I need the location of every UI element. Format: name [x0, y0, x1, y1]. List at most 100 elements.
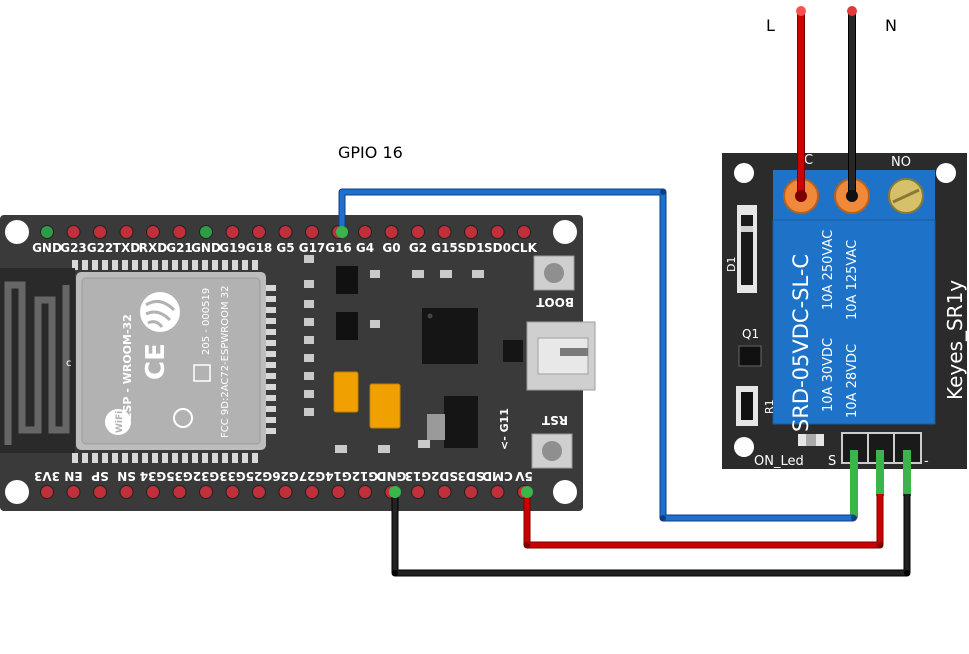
- r-mark: [193, 364, 211, 382]
- module-pad: [266, 296, 276, 302]
- pin-label: 3V3: [34, 469, 60, 483]
- smd-resistor: [304, 390, 314, 398]
- pin-label: G14: [325, 469, 352, 483]
- relay-rating-125vac: 10A 125VAC: [845, 240, 860, 320]
- pin-3v3[interactable]: [40, 485, 54, 499]
- pin-g2[interactable]: [411, 225, 425, 239]
- module-pad: [182, 453, 188, 463]
- pin-g12[interactable]: [358, 485, 372, 499]
- pin-g22[interactable]: [93, 225, 107, 239]
- module-pad: [266, 340, 276, 346]
- module-pad: [152, 260, 158, 270]
- pin-g34[interactable]: [146, 485, 160, 499]
- pin-g14[interactable]: [331, 485, 346, 499]
- smd-cap: [378, 445, 390, 453]
- smd-resistor: [304, 300, 314, 308]
- d1-cathode-band: [741, 226, 753, 232]
- module-pad: [112, 453, 118, 463]
- rst-button-cap[interactable]: [542, 441, 562, 461]
- diode: [503, 340, 523, 362]
- wire-bend: [660, 189, 666, 195]
- module-pad: [266, 362, 276, 368]
- pin-g4[interactable]: [358, 225, 372, 239]
- pin-rxd[interactable]: [146, 225, 160, 239]
- module-pad: [172, 453, 178, 463]
- pin-g33[interactable]: [225, 485, 240, 499]
- tantalum-cap: [333, 371, 359, 413]
- mount-hole: [734, 163, 754, 183]
- pin-g32[interactable]: [199, 485, 213, 499]
- pin-label: G33: [219, 469, 246, 483]
- weee-symbol: [173, 408, 193, 428]
- wire-bend: [877, 542, 883, 548]
- module-pad: [92, 453, 98, 463]
- boot-button[interactable]: BOOT: [533, 255, 575, 309]
- pin-sd1[interactable]: [464, 225, 478, 239]
- pin-txd[interactable]: [119, 225, 134, 239]
- pin-s-label: S: [828, 454, 836, 469]
- wires: [336, 6, 911, 577]
- pin-cmd[interactable]: [490, 485, 505, 499]
- mount-hole: [936, 163, 956, 183]
- boot-button-cap[interactable]: [544, 263, 564, 283]
- pin-g19[interactable]: [225, 225, 240, 239]
- pin-sd3[interactable]: [464, 485, 478, 499]
- pin-g5[interactable]: [278, 225, 293, 239]
- module-pad: [192, 260, 198, 270]
- terminal-c-label: C: [804, 153, 813, 168]
- pin-label: G5: [276, 241, 294, 255]
- transistor: [336, 266, 358, 294]
- r1-resistor-body: [741, 392, 753, 420]
- live-wire-screw-end: [795, 190, 807, 202]
- module-pad: [162, 260, 168, 270]
- power-wire[interactable]: [524, 492, 883, 548]
- smd-part: [472, 270, 484, 278]
- relay-module: C NO SRD-05VDC-SL-C 10A 30VDC 10A 250VAC…: [722, 153, 967, 469]
- pin-g18[interactable]: [252, 225, 266, 239]
- smd-resistor: [304, 255, 314, 263]
- pin-g0[interactable]: [384, 225, 399, 239]
- pin-label: SD0: [484, 241, 511, 255]
- pin-label: EN: [64, 469, 82, 483]
- chip-pin1-marker: [427, 313, 433, 319]
- pin-sd2[interactable]: [437, 485, 452, 499]
- pin-g13[interactable]: [411, 485, 425, 499]
- pin-g35[interactable]: [172, 485, 187, 499]
- pin-g26[interactable]: [278, 485, 293, 499]
- module-brand: ESP - WROOM-32: [121, 314, 134, 420]
- pin-g17[interactable]: [305, 225, 319, 239]
- module-pad: [266, 307, 276, 313]
- smd-resistor: [304, 336, 314, 344]
- pin-sn[interactable]: [119, 485, 134, 499]
- ground-wire[interactable]: [392, 492, 910, 576]
- pin-sd0[interactable]: [490, 225, 505, 239]
- pin-sp[interactable]: [93, 485, 107, 499]
- pin-label: RXD: [139, 241, 167, 255]
- pin-g15[interactable]: [437, 225, 452, 239]
- module-pad: [242, 260, 248, 270]
- pin-g23[interactable]: [66, 225, 81, 239]
- pin-gnd[interactable]: [199, 225, 213, 239]
- pin-g21[interactable]: [172, 225, 187, 239]
- pin-en[interactable]: [66, 485, 81, 499]
- ce-mark: CE: [141, 343, 171, 380]
- pin-label: CMD: [482, 469, 513, 483]
- mount-hole: [553, 480, 577, 504]
- pin-label: SP: [91, 469, 109, 483]
- pin-gnd[interactable]: [40, 225, 54, 239]
- rst-button[interactable]: RST: [531, 413, 573, 469]
- module-pad: [266, 406, 276, 412]
- top-pin-header: [40, 225, 531, 239]
- module-cert: 205 - 000519: [201, 288, 212, 355]
- espressif-logo-mark: [145, 299, 176, 328]
- pin-label: G34: [140, 469, 167, 483]
- pin-g27[interactable]: [305, 485, 319, 499]
- smd-components: [304, 255, 523, 453]
- gnd-pin-highlight: [389, 486, 401, 498]
- micro-usb-connector: [526, 321, 596, 391]
- wire-bend: [392, 570, 398, 576]
- pin-clk[interactable]: [517, 225, 531, 239]
- relay-rating-30vdc: 10A 30VDC: [821, 338, 836, 412]
- pin-g25[interactable]: [252, 485, 266, 499]
- module-pad: [122, 260, 128, 270]
